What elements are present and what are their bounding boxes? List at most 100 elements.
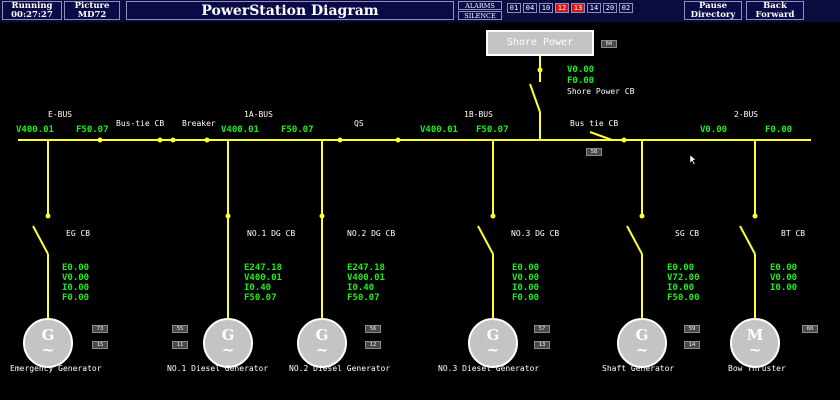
alarm-channel-12[interactable]: 12 xyxy=(555,3,569,13)
qs-label: QS xyxy=(354,119,364,128)
dg2-machine[interactable]: G~ xyxy=(297,318,347,368)
back-forward-button[interactable]: Back Forward xyxy=(746,1,804,20)
alarm-channel-02[interactable]: 02 xyxy=(619,3,633,13)
bus-1b-frequency: F50.07 xyxy=(476,125,509,135)
bus-1a-frequency: F50.07 xyxy=(281,125,314,135)
pause-directory-button[interactable]: Pause Directory xyxy=(684,1,742,20)
dg3-reading-f: F0.00 xyxy=(512,293,540,303)
picture-button[interactable]: Picture MD72 xyxy=(64,1,120,20)
dg3-reading-e: E0.00 xyxy=(512,263,540,273)
dg2-reading-f: F50.07 xyxy=(347,293,380,303)
bow-cb-label: BT CB xyxy=(781,229,806,238)
shaft-name: Shaft Generator xyxy=(602,364,675,373)
alarm-channel-01[interactable]: 01 xyxy=(507,3,521,13)
bow-badge-1: 60 xyxy=(802,325,818,333)
bus-2-voltage: V0.00 xyxy=(700,125,728,135)
shore-power-badge: 60 xyxy=(601,40,617,48)
running-time: 00:27:27 xyxy=(11,10,53,20)
shaft-cb-label: SG CB xyxy=(675,229,700,238)
dg1-cb-label: NO.1 DG CB xyxy=(247,229,296,238)
emergency-reading-e: E0.00 xyxy=(62,263,90,273)
running-label: Running xyxy=(11,1,53,11)
bus-tie-badge: 58 xyxy=(586,148,602,156)
alarm-channel-10[interactable]: 10 xyxy=(539,3,553,13)
shore-power-cb-switch xyxy=(529,83,541,113)
emergency-cb-label: EG CB xyxy=(66,229,91,238)
dg2-cb-label: NO.2 DG CB xyxy=(347,229,396,238)
dg1-badge-1: 55 xyxy=(172,325,188,333)
emergency-name: Emergency Generator xyxy=(10,364,102,373)
dg3-machine[interactable]: G~ xyxy=(468,318,518,368)
bow-name: Bow Thruster xyxy=(728,364,786,373)
tilde-icon: ~ xyxy=(635,341,649,359)
bus-1b-label: 1B-BUS xyxy=(464,110,493,119)
dg1-name: NO.1 Diesel Generator xyxy=(167,364,269,373)
emergency-machine[interactable]: G~ xyxy=(23,318,73,368)
shaft-badge-2: 14 xyxy=(684,341,700,349)
emergency-reading-v: V0.00 xyxy=(62,273,90,283)
tilde-icon: ~ xyxy=(486,341,500,359)
alarm-channel-04[interactable]: 04 xyxy=(523,3,537,13)
tilde-icon: ~ xyxy=(315,341,329,359)
bow-reading-e: E0.00 xyxy=(770,263,798,273)
back-label: Back xyxy=(763,1,787,11)
bus-2-label: 2-BUS xyxy=(734,110,759,119)
dg3-cb-label: NO.3 DG CB xyxy=(511,229,560,238)
alarm-channel-13[interactable]: 13 xyxy=(571,3,585,13)
dg3-machine-symbol: G xyxy=(486,326,500,344)
shaft-reading-i: I0.00 xyxy=(667,283,695,293)
dg1-reading-i: I0.40 xyxy=(244,283,272,293)
alarm-channel-14[interactable]: 14 xyxy=(587,3,601,13)
shaft-badge-1: 59 xyxy=(684,325,700,333)
directory-label: Directory xyxy=(690,10,736,20)
bow-machine[interactable]: M~ xyxy=(730,318,780,368)
e-bus-frequency: F50.07 xyxy=(76,125,109,135)
dg1-reading-f: F50.07 xyxy=(244,293,277,303)
dg3-name: NO.3 Diesel Generator xyxy=(438,364,540,373)
dg3-badge-1: 57 xyxy=(534,325,550,333)
tilde-icon: ~ xyxy=(748,341,762,359)
dg1-machine[interactable]: G~ xyxy=(203,318,253,368)
shaft-reading-f: F50.00 xyxy=(667,293,700,303)
shaft-reading-e: E0.00 xyxy=(667,263,695,273)
running-timer: Running 00:27:27 xyxy=(2,1,62,20)
dg2-badge-1: 56 xyxy=(365,325,381,333)
dg1-reading-e: E247.18 xyxy=(244,263,282,273)
bow-reading-i: I0.00 xyxy=(770,283,798,293)
shore-power-box[interactable]: Shore Power xyxy=(486,30,594,56)
dg2-reading-i: I0.40 xyxy=(347,283,375,293)
forward-label: Forward xyxy=(755,10,795,20)
sg-cb-switch xyxy=(626,225,643,255)
bow-machine-symbol: M xyxy=(746,326,764,344)
bus-tie-cb-right-label: Bus tie CB xyxy=(570,119,619,128)
e-bus-label: E-BUS xyxy=(48,110,73,119)
shaft-machine[interactable]: G~ xyxy=(617,318,667,368)
bt-cb-switch xyxy=(739,225,756,255)
dg2-badge-2: 12 xyxy=(365,341,381,349)
dg3-cb-switch xyxy=(477,225,494,255)
shore-power-cb-label: Shore Power CB xyxy=(567,87,635,96)
dg2-reading-e: E247.18 xyxy=(347,263,385,273)
bus-1a-voltage: V400.01 xyxy=(221,125,259,135)
picture-value: MD72 xyxy=(77,10,107,20)
bus-2-frequency: F0.00 xyxy=(765,125,793,135)
dg1-badge-2: 11 xyxy=(172,341,188,349)
bus-tie-cb-left-label: Bus-tie CB xyxy=(116,119,165,128)
pause-label: Pause xyxy=(698,1,728,11)
emergency-badge-2: 15 xyxy=(92,341,108,349)
emergency-machine-symbol: G xyxy=(41,326,55,344)
dg3-badge-2: 13 xyxy=(534,341,550,349)
shaft-machine-symbol: G xyxy=(635,326,649,344)
bus-1b-voltage: V400.01 xyxy=(420,125,458,135)
emergency-reading-f: F0.00 xyxy=(62,293,90,303)
mouse-cursor-icon xyxy=(689,154,697,166)
dg2-machine-symbol: G xyxy=(315,326,329,344)
shore-voltage: V0.00 xyxy=(567,65,595,75)
alarm-channel-20[interactable]: 20 xyxy=(603,3,617,13)
alarms-button[interactable]: ALARMS xyxy=(458,1,502,10)
silence-button[interactable]: SILENCE xyxy=(458,11,502,20)
dg3-reading-i: I0.00 xyxy=(512,283,540,293)
bow-reading-v: V0.00 xyxy=(770,273,798,283)
